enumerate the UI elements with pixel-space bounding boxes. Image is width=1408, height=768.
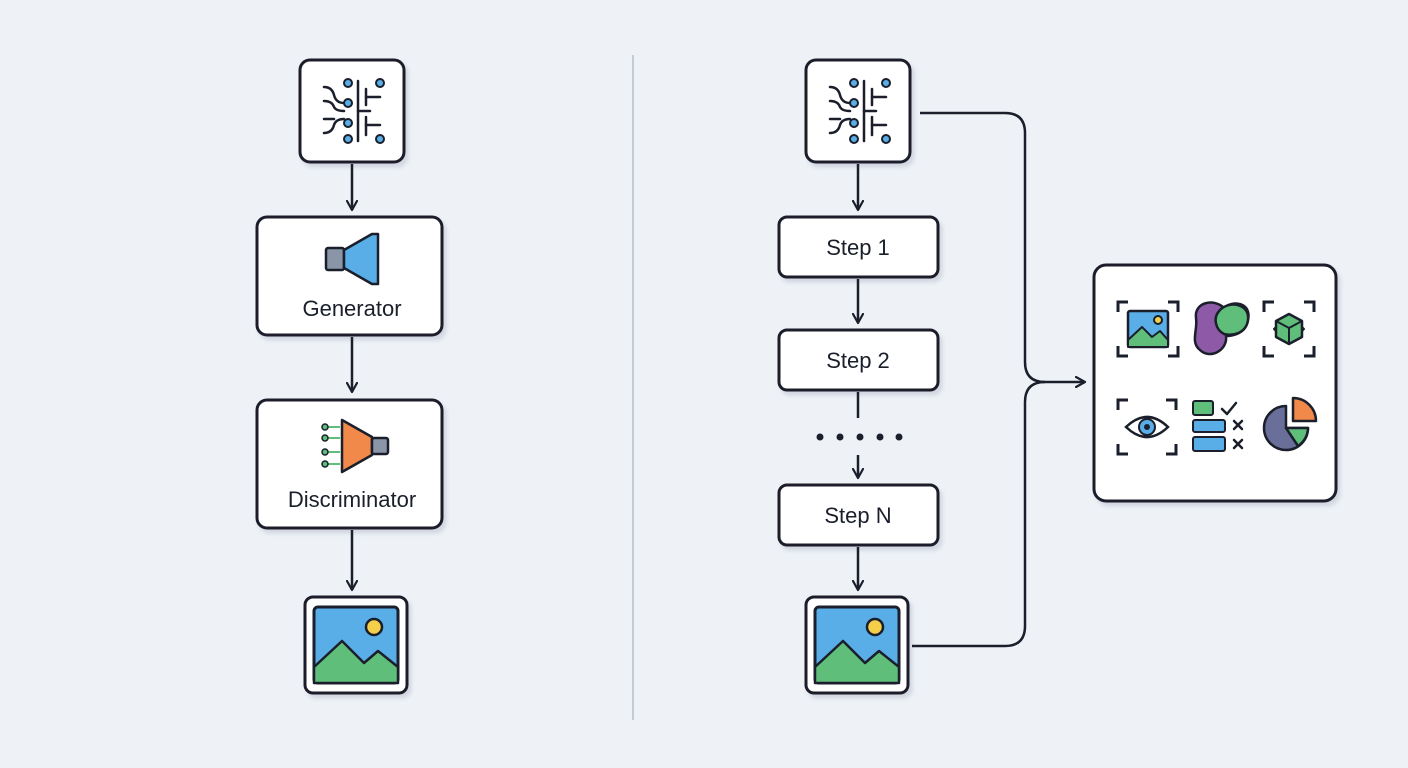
segmentation-blob-icon: [1193, 301, 1250, 356]
step-2-box: Step 2: [777, 328, 940, 392]
speaker-funnel-icon: [324, 232, 380, 286]
eye-recognition-icon: [1116, 398, 1178, 456]
step-2-label: Step 2: [826, 348, 890, 373]
step-n-label: Step N: [824, 503, 891, 528]
right-noise-box: [804, 58, 912, 164]
pie-chart-icon: [1262, 396, 1318, 452]
generator-label: Generator: [302, 296, 401, 321]
connector-noise-to-tasks: [920, 111, 1085, 382]
landscape-image-icon: [813, 605, 901, 685]
generator-box: Generator: [255, 215, 444, 337]
funnel-classifier-icon: [321, 418, 390, 474]
task-grid-box: [1092, 263, 1338, 503]
classification-checklist-icon: [1192, 400, 1244, 452]
left-output-image-box: [303, 595, 409, 695]
image-detection-icon: [1116, 300, 1180, 358]
ellipsis-dots: [816, 433, 903, 441]
step-n-box: Step N: [777, 483, 940, 547]
discriminator-label: Discriminator: [288, 487, 416, 512]
landscape-image-icon: [312, 605, 400, 685]
right-output-image-box: [804, 595, 910, 695]
left-noise-box: [298, 58, 406, 164]
step-1-box: Step 1: [777, 215, 940, 279]
connector-image-to-tasks: [912, 380, 1046, 648]
discriminator-box: Discriminator: [255, 398, 444, 530]
3d-object-icon: [1262, 300, 1316, 358]
step-1-label: Step 1: [826, 235, 890, 260]
